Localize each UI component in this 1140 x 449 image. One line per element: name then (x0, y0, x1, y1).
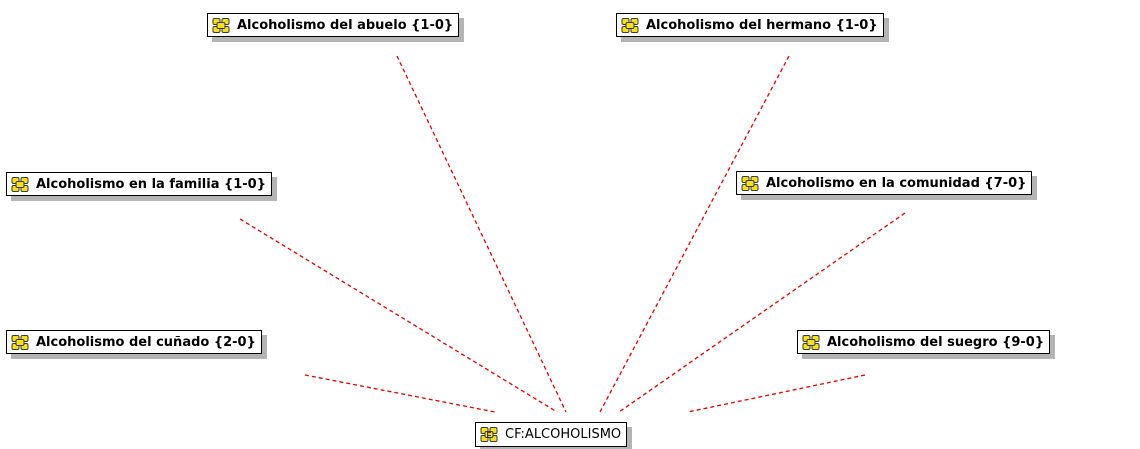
link-familia (239, 218, 558, 413)
family-node-center[interactable]: F CF:ALCOHOLISMO (475, 422, 628, 447)
code-icon (740, 175, 760, 192)
family-icon-letter: F (487, 431, 492, 440)
code-node-hermano[interactable]: Alcoholismo del hermano {1-0} (616, 13, 884, 37)
code-icon (10, 334, 30, 351)
center-label: CF:ALCOHOLISMO (505, 427, 622, 442)
code-node-cunado[interactable]: Alcoholismo del cuñado {2-0} (6, 330, 262, 354)
code-label: Alcoholismo en la familia {1-0} (36, 176, 266, 192)
code-label: Alcoholismo del hermano {1-0} (646, 17, 878, 33)
code-node-familia[interactable]: Alcoholismo en la familia {1-0} (6, 172, 272, 196)
code-label: Alcoholismo del cuñado {2-0} (36, 334, 256, 350)
code-node-comunidad[interactable]: Alcoholismo en la comunidad {7-0} (736, 171, 1033, 195)
link-comunidad (618, 212, 906, 413)
link-abuelo (396, 55, 567, 413)
code-icon (801, 334, 821, 351)
code-icon (620, 17, 640, 34)
code-node-abuelo[interactable]: Alcoholismo del abuelo {1-0} (207, 13, 460, 37)
code-label: Alcoholismo del suegro {9-0} (827, 334, 1045, 350)
link-suegro (687, 374, 866, 413)
family-code-icon: F (479, 426, 499, 443)
code-label: Alcoholismo del abuelo {1-0} (237, 17, 454, 33)
link-hermano (599, 55, 790, 413)
code-icon (211, 17, 231, 34)
code-node-suegro[interactable]: Alcoholismo del suegro {9-0} (797, 330, 1051, 354)
code-icon (10, 176, 30, 193)
link-cunado (304, 374, 496, 413)
code-label: Alcoholismo en la comunidad {7-0} (766, 175, 1027, 191)
